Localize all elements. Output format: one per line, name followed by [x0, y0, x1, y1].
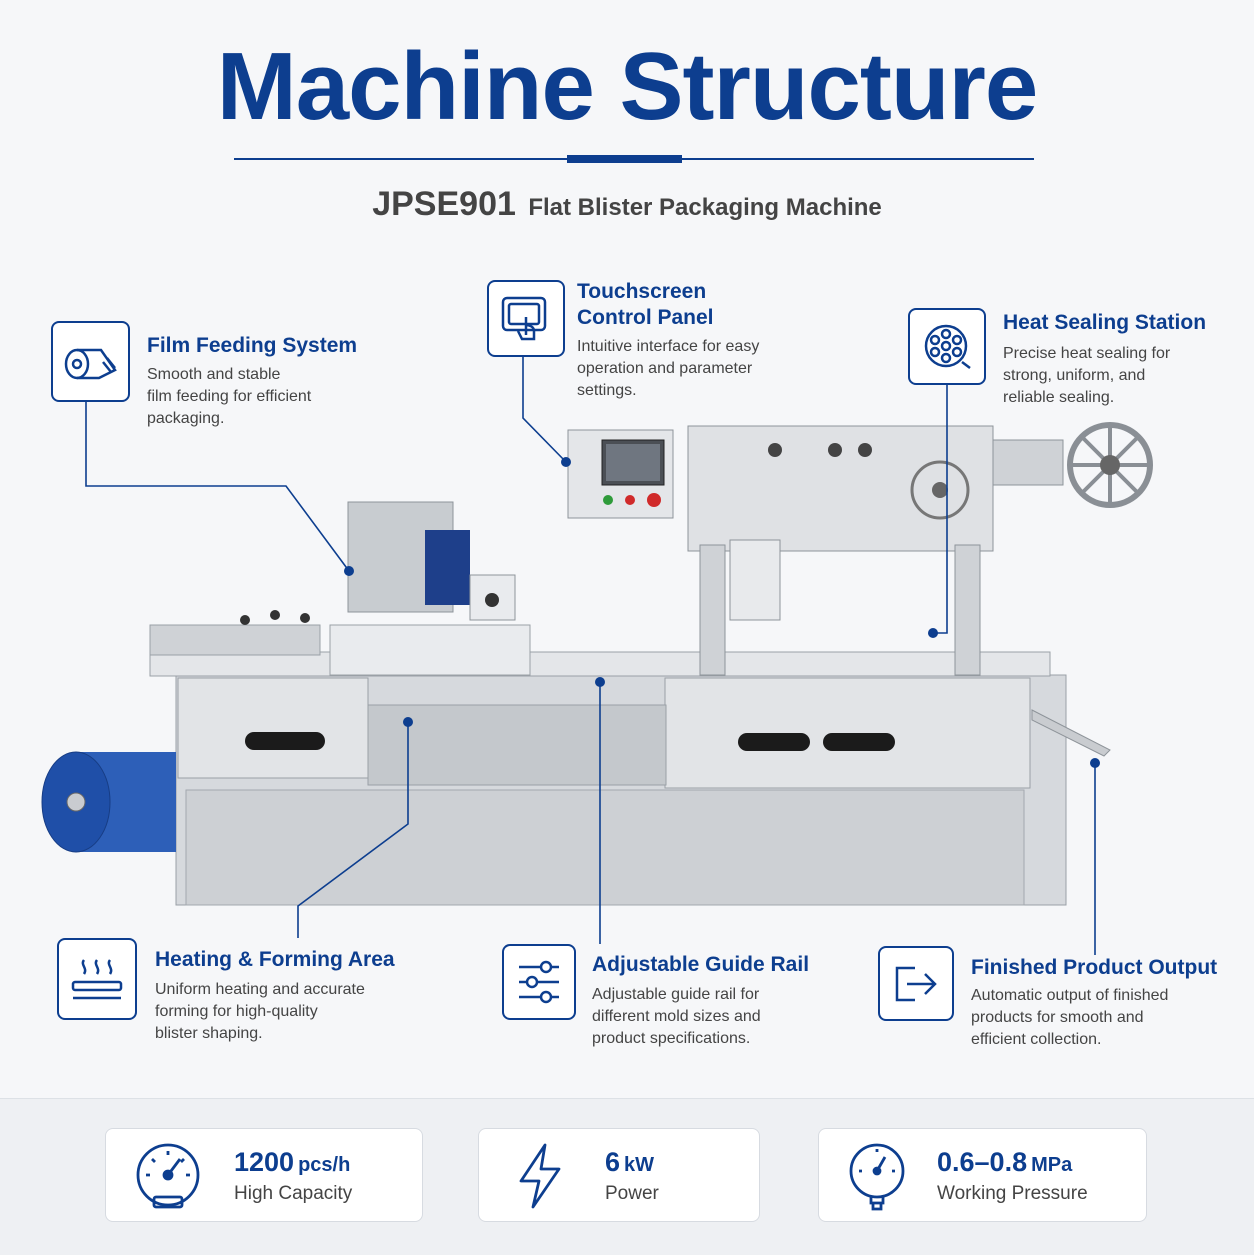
- heat-sealing-title: Heat Sealing Station: [1003, 311, 1207, 334]
- forming-cover: [329, 624, 531, 676]
- film-feeding-desc: Smooth and stable film feeding for effic…: [147, 366, 312, 427]
- output-title: Finished Product Output: [971, 956, 1218, 979]
- top-deck: [149, 651, 1051, 677]
- machine-name: Flat Blister Packaging Machine: [528, 194, 882, 221]
- touchscreen-icon: [501, 296, 547, 340]
- output-icon: [895, 966, 937, 1001]
- page-title: Machine Structure: [216, 33, 1039, 140]
- guide-rail-title: Adjustable Guide Rail: [592, 953, 810, 976]
- capacity-label: High Capacity: [234, 1183, 353, 1204]
- connector-film-feeding: [85, 402, 350, 572]
- connector-heat-sealing: [933, 384, 948, 634]
- power-label: Power: [605, 1183, 659, 1204]
- guide-rail-icon-box: [502, 944, 576, 1020]
- motor: [425, 530, 470, 605]
- pressure-gauge-icon: [849, 1143, 905, 1211]
- pressure-label: Working Pressure: [937, 1183, 1088, 1204]
- forming-plate: [149, 624, 321, 656]
- cabinet-handle: [823, 733, 895, 751]
- lightning-icon: [519, 1143, 561, 1209]
- output-icon-box: [878, 946, 954, 1021]
- connector-heating-forming: [297, 722, 409, 938]
- title-divider-accent: [567, 155, 682, 163]
- touchscreen-desc: Intuitive interface for easy operation a…: [577, 338, 760, 399]
- film-roll-icon: [64, 348, 117, 379]
- cabinet-handle: [245, 732, 325, 750]
- heat-sealing-desc: Precise heat sealing for strong, uniform…: [1003, 345, 1171, 406]
- control-knob: [485, 593, 499, 607]
- sealing-roller-icon: [924, 324, 971, 369]
- heat-sealing-icon-box: [908, 308, 986, 385]
- connector-touchscreen: [522, 356, 567, 463]
- film-feeding-title: Film Feeding System: [147, 334, 358, 357]
- heating-forming-title: Heating & Forming Area: [155, 948, 395, 971]
- output-chute: [1031, 709, 1111, 757]
- sliders-icon: [519, 960, 559, 1004]
- middle-recess: [367, 704, 667, 786]
- blister-machine-illustration: [41, 422, 1153, 906]
- output-desc: Automatic output of finished products fo…: [971, 987, 1169, 1048]
- film-feeding-icon-box: [51, 321, 130, 402]
- sealing-roller: [910, 460, 970, 520]
- cabinet-handle: [738, 733, 810, 751]
- subtitle: JPSE901 Flat Blister Packaging Machine: [0, 185, 1254, 224]
- heating-forming-icon-box: [57, 938, 137, 1020]
- touchscreen-icon-box: [487, 280, 565, 357]
- speedometer-icon: [136, 1143, 200, 1209]
- model-number: JPSE901: [372, 185, 516, 223]
- pneumatic-cylinder: [729, 539, 781, 621]
- guide-rail-desc: Adjustable guide rail for different mold…: [592, 986, 761, 1047]
- heating-icon: [71, 959, 123, 1000]
- touchscreen-title: Touchscreen Control Panel: [577, 280, 714, 329]
- heating-forming-desc: Uniform heating and accurate forming for…: [155, 981, 365, 1042]
